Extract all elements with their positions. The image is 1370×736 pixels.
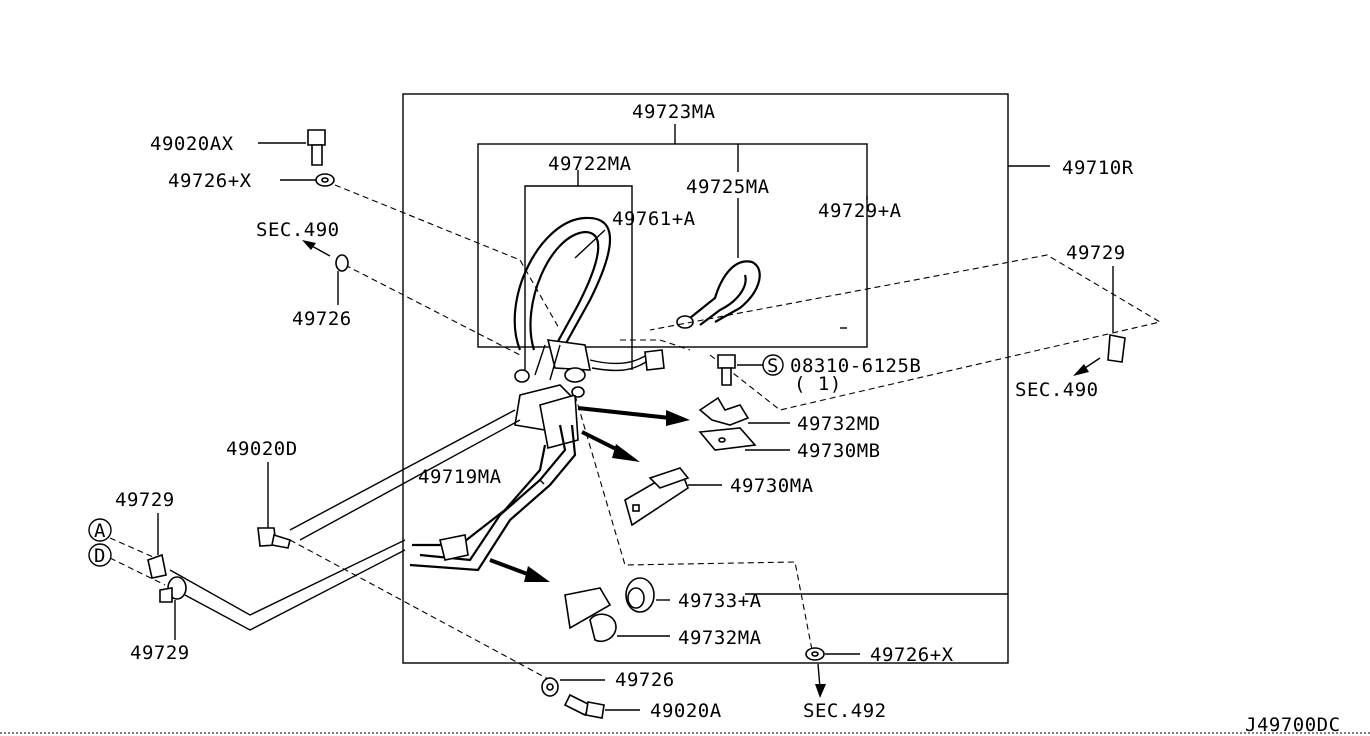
hose-49725MA [676,260,847,329]
bolt-49020A [563,693,640,719]
plate-49730MA [624,466,722,527]
label-49729-b: 49729 [130,642,190,664]
label-bolt-code: 08310-6125B [790,355,921,377]
label-49732MD: 49732MD [797,413,881,435]
marker-D: D [88,543,112,567]
bracket-49732MA [564,587,670,642]
label-49722MA: 49722MA [548,153,632,175]
marker-A: A [88,518,112,542]
label-49729A: 49729+A [818,200,902,222]
marker-S-text: S [767,355,779,377]
marker-D-text: D [94,545,106,567]
bracket-49732MD [698,396,790,426]
valve-assembly [514,339,665,449]
bolt-08310-6125B [717,354,784,386]
label-49020D: 49020D [226,438,298,460]
label-49726-left: 49726 [292,308,352,330]
label-49020A: 49020A [650,700,722,722]
subassembly-frame-49723MA [477,143,868,348]
clip-49729-lower [159,576,187,640]
label-49733A: 49733+A [678,590,762,612]
dashed-guides [109,184,1162,681]
label-49725MA: 49725MA [686,176,770,198]
label-49719MA: 49719MA [418,466,502,488]
label-49726-bottom: 49726 [615,669,675,691]
clip-49729-upper [147,513,167,579]
label-sec492: SEC.492 [803,700,887,722]
hose-49761A [513,216,612,351]
washer-49726-bottom [541,677,605,697]
label-49020AX: 49020AX [150,133,234,155]
label-sec490-left: SEC.490 [256,219,340,241]
label-49726X-top: 49726+X [168,170,252,192]
label-49729-a: 49729 [115,489,175,511]
label-49730MA: 49730MA [730,475,814,497]
washer-49726-left [302,240,349,305]
label-bolt-qty: ( 1) [794,373,842,395]
label-49729-right: 49729 [1066,242,1126,264]
explode-arrows [489,406,690,582]
marker-A-text: A [94,520,106,542]
washer-49726X-bottom [805,647,860,698]
assembly-frame-49710R [402,93,1009,664]
label-49710R: 49710R [1062,157,1134,179]
label-49726X-bottom: 49726+X [870,644,954,666]
bolt-49020AX [258,129,335,187]
label-sec490-right: SEC.490 [1015,379,1099,401]
plate-49730MB [698,427,790,451]
clip-49729-right [1073,266,1126,376]
frame-leaders [574,124,1050,595]
label-49723MA: 49723MA [632,101,716,123]
bushing-49733A [625,577,670,613]
brake-lines-left [169,409,521,631]
label-49761A: 49761+A [612,208,696,230]
tube-49719MA [409,424,577,572]
label-diagram-code: J49700DC [1245,714,1341,736]
label-49730MB: 49730MB [797,440,881,462]
label-49732MA: 49732MA [678,627,762,649]
bolt-49020D [257,462,291,549]
